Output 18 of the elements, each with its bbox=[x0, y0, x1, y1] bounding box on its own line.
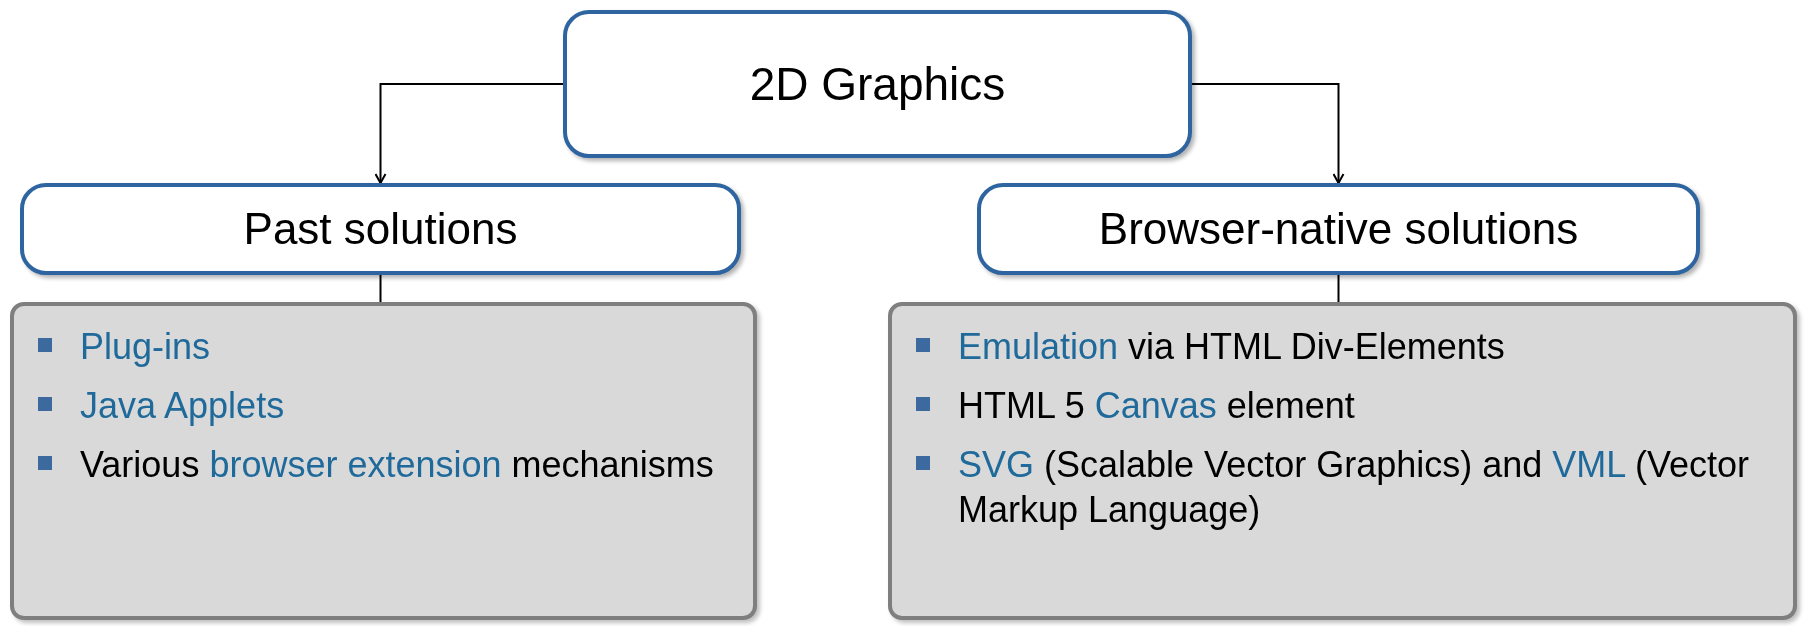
list-item: Plug-ins bbox=[80, 325, 211, 369]
category-box bbox=[977, 183, 1700, 275]
arrow bbox=[1191, 83, 1345, 184]
list-item: HTML 5 Canvas element bbox=[958, 384, 1355, 428]
box-label: 2D Graphics bbox=[749, 57, 1006, 111]
box-label: Past solutions bbox=[243, 204, 518, 254]
list-item: Various browser extension mechanisms bbox=[80, 443, 714, 487]
box-label: Browser-native solutions bbox=[1098, 204, 1579, 254]
topic-box bbox=[563, 10, 1192, 158]
connector-line bbox=[1337, 274, 1340, 303]
list-item: Java Applets bbox=[80, 384, 285, 428]
list-panel bbox=[888, 302, 1797, 620]
arrow bbox=[374, 83, 564, 184]
list-item: SVG (Scalable Vector Graphics) and VML (Vector Markup Language) bbox=[958, 443, 1751, 532]
list-panel bbox=[10, 302, 757, 620]
category-box bbox=[20, 183, 741, 275]
list-item: Emulation via HTML Div-Elements bbox=[958, 325, 1505, 369]
connector-line bbox=[379, 274, 382, 303]
